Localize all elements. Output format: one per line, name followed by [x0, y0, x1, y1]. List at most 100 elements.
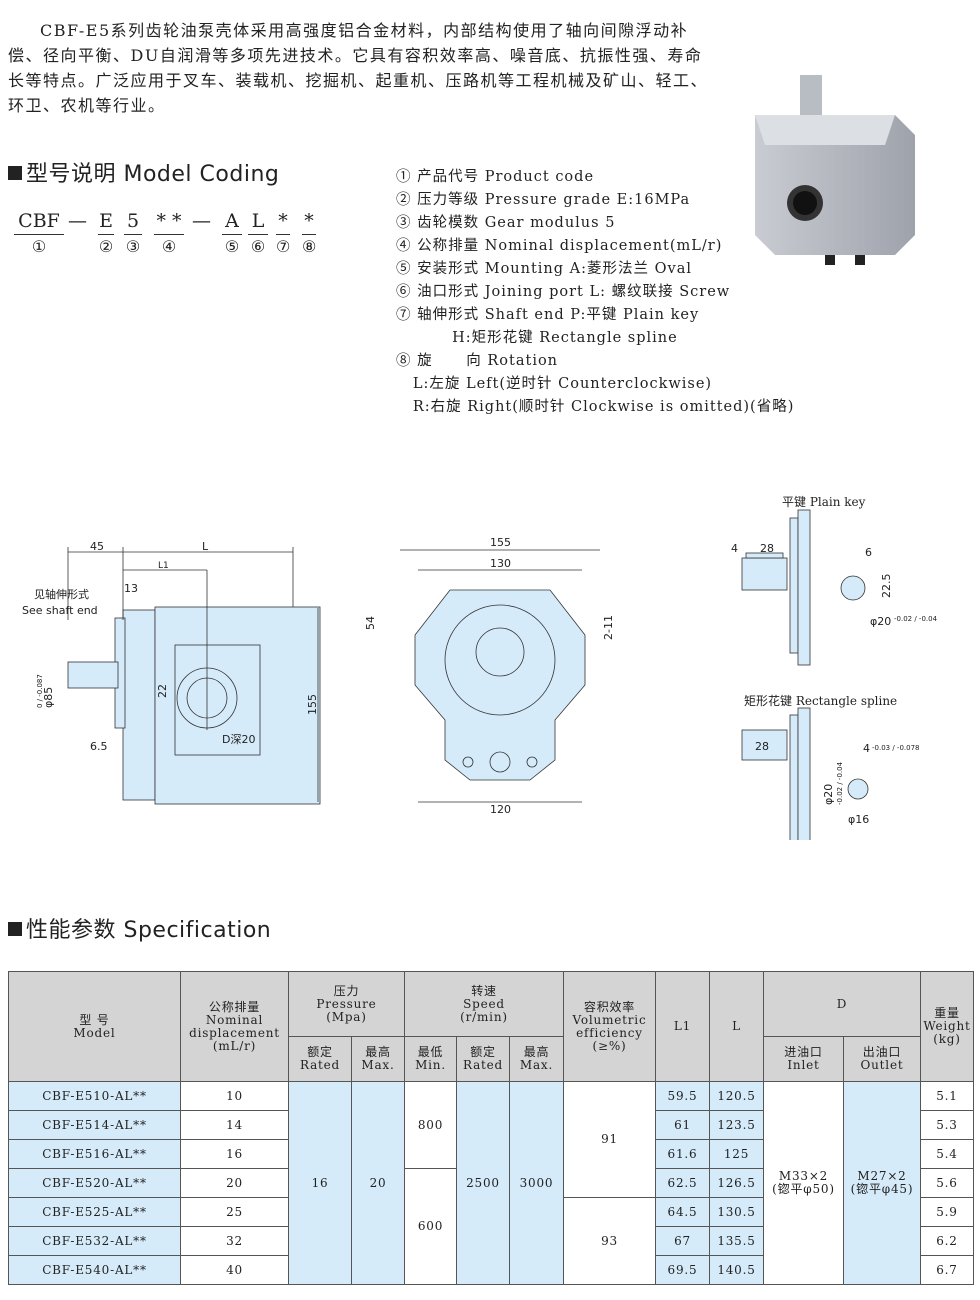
cell-weight: 6.7: [920, 1255, 974, 1285]
dim-label: φ20: [870, 615, 891, 628]
technical-drawings: 45 L L1 13 见轴伸形式 See shaft end φ85 0 / -…: [22, 495, 938, 840]
legend-item: ② 压力等级 Pressure grade E:16MPa: [396, 192, 691, 208]
cell-weight: 5.1: [920, 1081, 974, 1111]
cell-L1: 64.5: [655, 1197, 710, 1227]
dash: —: [192, 210, 211, 232]
cell-text: 25: [226, 1204, 243, 1219]
cell-efficiency: 91: [563, 1081, 656, 1198]
dim-label: 22.5: [880, 574, 893, 599]
square-bullet-icon: [8, 922, 22, 936]
header-text: L1: [673, 1019, 692, 1033]
cell-text: CBF-E520-AL**: [42, 1175, 147, 1190]
code-text: A: [222, 210, 242, 235]
cell-text: 800: [417, 1117, 444, 1132]
cell-text: CBF-E540-AL**: [42, 1262, 147, 1277]
cell-model: CBF-E510-AL**: [8, 1081, 181, 1111]
heading-text: 型号说明 Model Coding: [26, 162, 280, 187]
cell-L: 135.5: [709, 1226, 764, 1256]
code-num: ⑦: [276, 237, 291, 256]
header-L: L: [709, 971, 764, 1082]
dim-label: 6.5: [90, 740, 108, 753]
shaft-end-labels: 平键 Plain key 4 28 6 22.5 φ20 -0.02 / -0.…: [731, 495, 938, 826]
cell-model: CBF-E540-AL**: [8, 1255, 181, 1285]
dim-label: 45: [90, 540, 104, 553]
cell-model: CBF-E514-AL**: [8, 1110, 181, 1140]
side-view: [67, 547, 321, 805]
code-segment: *⑧: [302, 210, 316, 256]
cell-displacement: 20: [180, 1168, 289, 1198]
cell-L1: 69.5: [655, 1255, 710, 1285]
cell-displacement: 10: [180, 1081, 289, 1111]
dim-label: 130: [490, 557, 511, 570]
cell-text: 600: [417, 1219, 444, 1233]
code-text: CBF: [14, 210, 64, 235]
plain-key-view: [741, 509, 869, 840]
dim-label: 13: [124, 582, 138, 595]
cell-text: 126.5: [717, 1175, 756, 1190]
code-text: * *: [154, 210, 184, 235]
code-text: 5: [124, 210, 142, 235]
cell-displacement: 25: [180, 1197, 289, 1227]
code-num: ⑥: [250, 237, 266, 256]
shaft-note-en: See shaft end: [22, 604, 98, 617]
cell-text: 6.2: [936, 1233, 958, 1248]
cell-speed-rated: 2500: [456, 1081, 510, 1285]
front-view: [400, 549, 600, 803]
cell-text: 32: [226, 1233, 243, 1248]
intro-paragraph: CBF-E5系列齿轮油泵壳体采用高强度铝合金材料，内部结构使用了轴向间隙浮动补偿…: [8, 18, 708, 118]
cell-text: CBF-E516-AL**: [42, 1146, 147, 1161]
code-text: *: [302, 210, 316, 235]
model-coding-legend: ① 产品代号 Product code ② 压力等级 Pressure grad…: [396, 166, 794, 419]
cell-text: 61.6: [667, 1146, 698, 1161]
pump-photo: [755, 75, 915, 265]
cell-text: 69.5: [667, 1262, 698, 1277]
cell-text: 67: [674, 1233, 691, 1248]
legend-item: H:矩形花键 Rectangle spline: [396, 330, 678, 346]
code-segment: CBF ①: [14, 210, 64, 256]
cell-text: 61: [674, 1117, 691, 1132]
dim-label: L1: [158, 561, 169, 571]
dim-label: φ16: [848, 813, 869, 826]
cell-L1: 61.6: [655, 1139, 710, 1169]
code-text: L: [248, 210, 268, 235]
dim-label: 28: [755, 740, 769, 753]
dim-label: 4: [863, 742, 870, 755]
model-coding-heading: 型号说明 Model Coding: [8, 156, 279, 188]
cell-model: CBF-E532-AL**: [8, 1226, 181, 1256]
cell-pressure-rated: 16: [288, 1081, 352, 1285]
cell-text: 5.6: [936, 1175, 958, 1190]
square-bullet-icon: [8, 166, 22, 180]
code-num: ①: [31, 237, 47, 256]
cell-text: 10: [226, 1088, 243, 1103]
specification-heading: 性能参数 Specification: [8, 912, 271, 944]
header-text: D: [836, 996, 848, 1011]
code-text: *: [276, 210, 290, 235]
code-text: E: [98, 210, 114, 235]
legend-item: ⑧ 旋 向 Rotation: [396, 353, 559, 369]
dim-label: L: [202, 540, 209, 553]
cell-speed-min: 800: [404, 1081, 457, 1169]
cell-text: 59.5: [667, 1088, 698, 1103]
dim-tolerance: -0.02 / -0.04: [894, 615, 938, 623]
cell-outlet: M27×2(锪平φ45): [843, 1081, 921, 1285]
cell-inlet: M33×2(锪平φ50): [763, 1081, 844, 1285]
cell-displacement: 40: [180, 1255, 289, 1285]
cell-text: 40: [226, 1262, 243, 1277]
dim-label: 155: [306, 694, 319, 715]
